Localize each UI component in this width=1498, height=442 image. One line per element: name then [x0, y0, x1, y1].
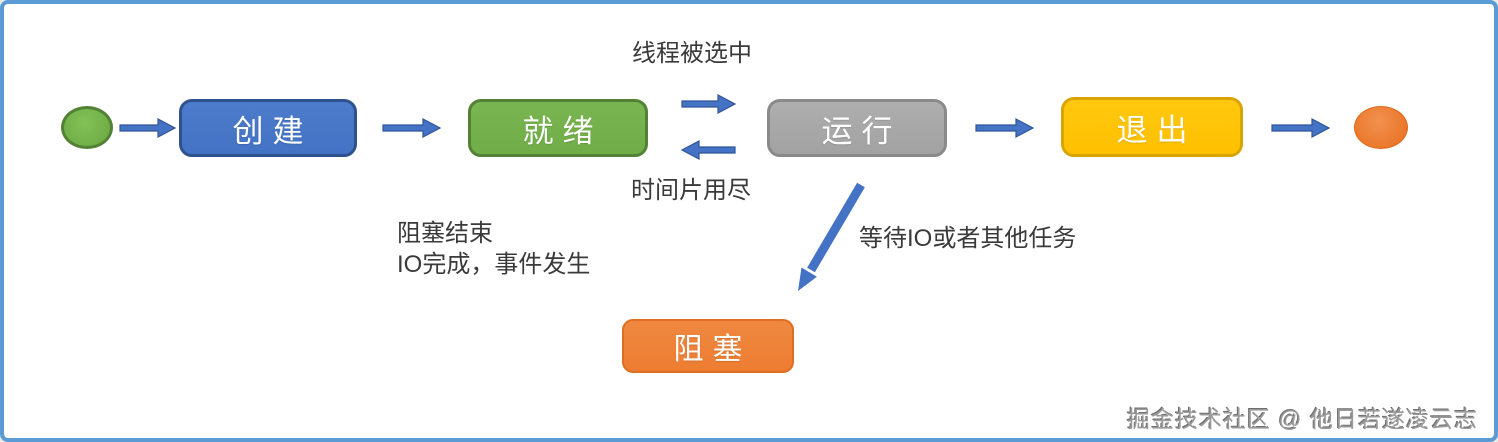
- watermark-text: 掘金技术社区 @ 他日若遂凌云志: [1126, 406, 1478, 432]
- node-create-label: 创建: [232, 113, 313, 149]
- label-wait-io: 等待IO或者其他任务: [859, 225, 1077, 252]
- node-ready: 就绪: [468, 99, 648, 157]
- arrow-running-to-exit: [975, 118, 1035, 138]
- node-blocked: 阻塞: [622, 319, 794, 373]
- end-state-circle: [1354, 106, 1408, 149]
- node-blocked-label: 阻塞: [673, 333, 752, 366]
- arrow-create-to-ready: [382, 118, 442, 138]
- node-running: 运行: [767, 99, 947, 157]
- label-time-slice-exhausted: 时间片用尽: [631, 177, 751, 204]
- node-ready-label: 就绪: [522, 113, 603, 149]
- arrow-running-to-ready: [680, 140, 736, 160]
- start-state-circle: [61, 106, 113, 149]
- arrow-exit-to-end: [1271, 118, 1331, 138]
- node-exit-label: 退出: [1116, 112, 1197, 148]
- arrow-start-to-create: [119, 118, 177, 138]
- arrow-ready-to-running: [681, 94, 737, 114]
- arrow-running-to-blocked: [798, 182, 865, 291]
- node-running-label: 运行: [821, 113, 902, 149]
- label-block-end: 阻塞结束 IO完成，事件发生: [397, 220, 591, 278]
- node-exit: 退出: [1061, 97, 1243, 157]
- label-thread-selected: 线程被选中: [632, 40, 752, 67]
- node-create: 创建: [179, 99, 357, 157]
